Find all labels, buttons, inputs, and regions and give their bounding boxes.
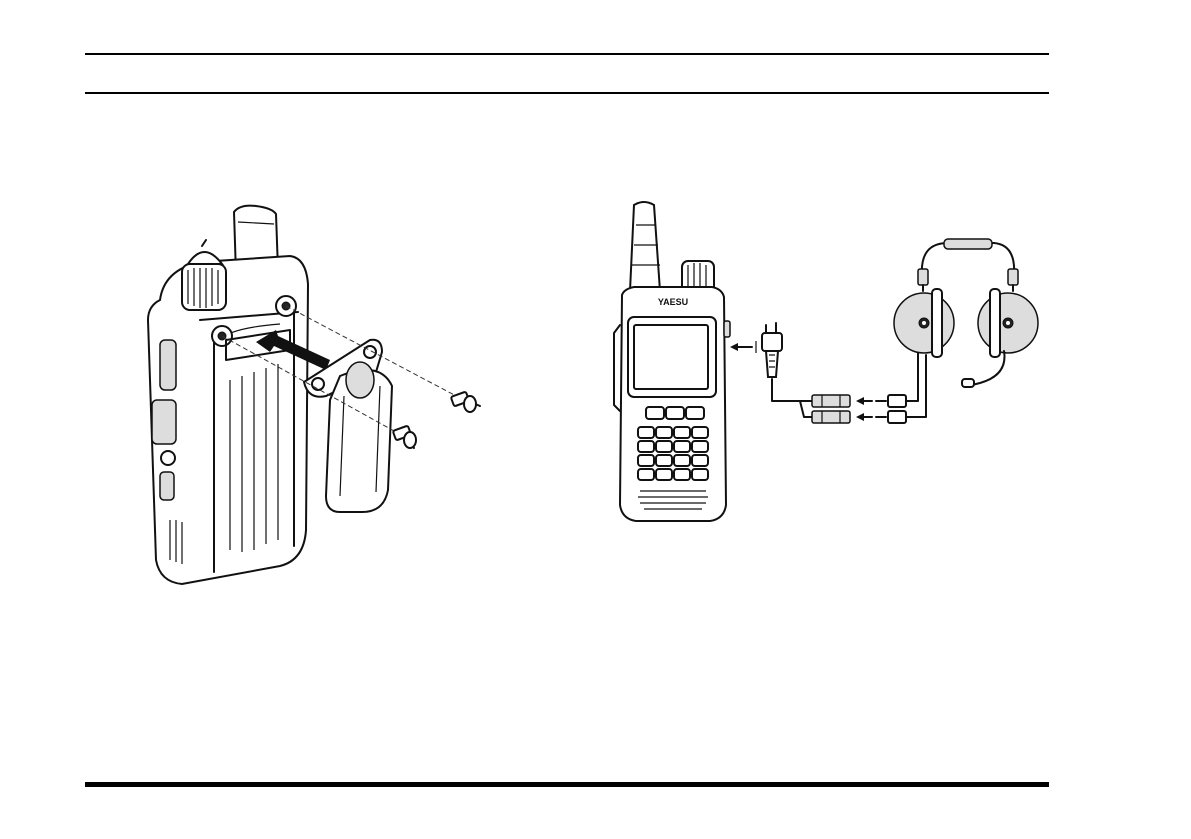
plug-arrow-icon xyxy=(730,341,756,353)
headset-connection-illustration: YAESU xyxy=(600,195,1050,530)
screw-icon xyxy=(451,392,480,412)
header-rule-bottom xyxy=(85,92,1049,94)
headset-plug-icon xyxy=(856,381,926,423)
screw-icon xyxy=(393,426,416,448)
footer-rule xyxy=(85,782,1049,787)
transceiver-rear-icon xyxy=(148,256,308,584)
volume-knob-icon xyxy=(182,240,226,310)
transceiver-front-icon: YAESU xyxy=(614,287,730,521)
belt-clip-illustration xyxy=(130,200,490,590)
adapter-cable-icon xyxy=(762,323,850,423)
brand-mark: YAESU xyxy=(658,297,688,307)
antenna-icon xyxy=(630,202,660,291)
headset-icon xyxy=(894,239,1038,387)
header-rule-top xyxy=(85,53,1049,55)
lcd-display-icon xyxy=(634,325,708,389)
